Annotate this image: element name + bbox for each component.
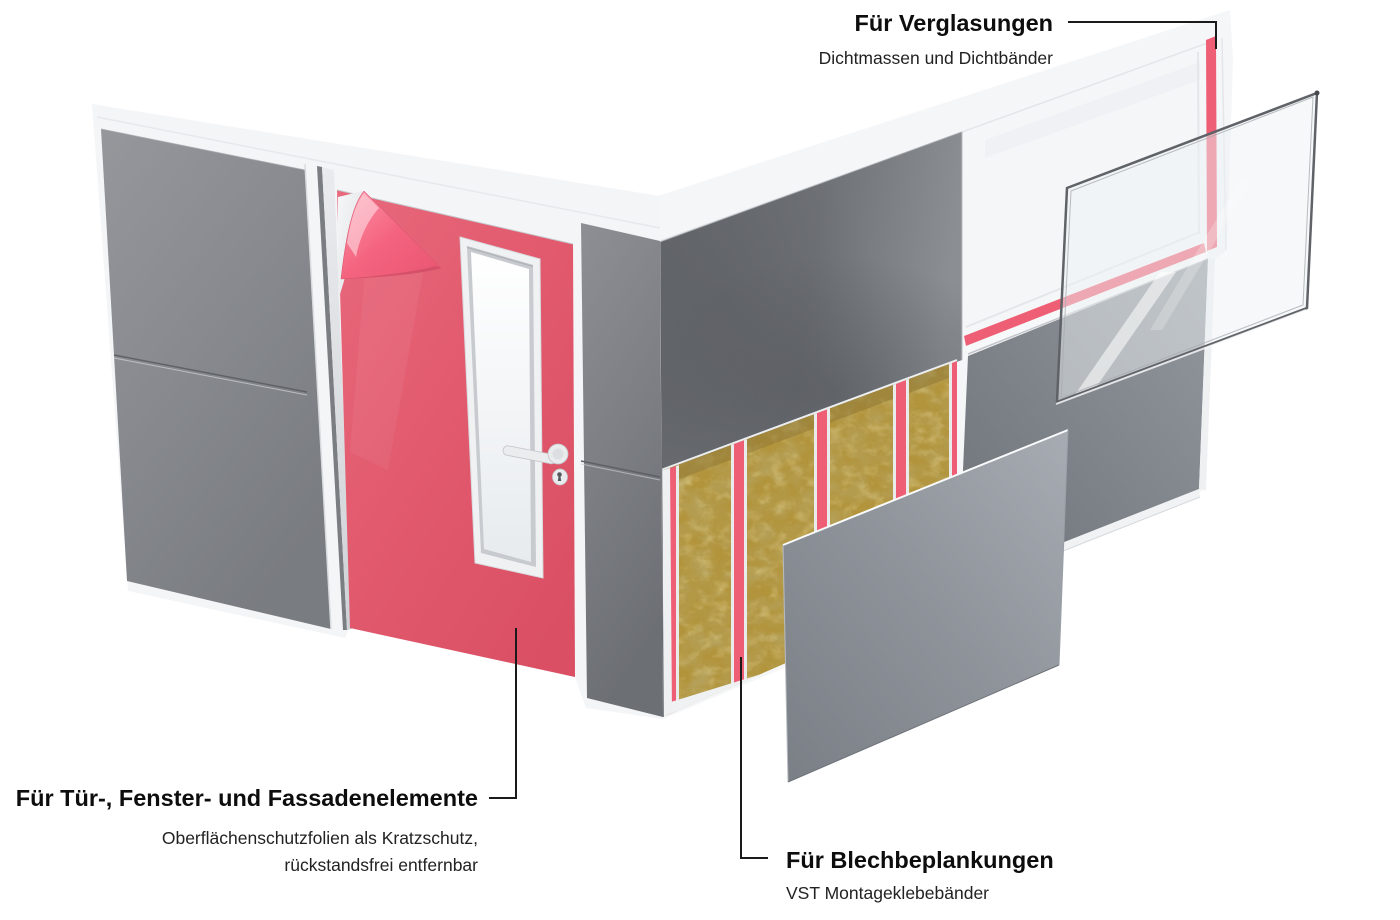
left-wall xyxy=(92,104,663,719)
handle-rosette-inner xyxy=(552,448,564,460)
insulation-top-rail xyxy=(660,359,958,471)
vision-top-shadow xyxy=(466,246,534,267)
left-panel xyxy=(100,128,331,629)
panel-top-highlight xyxy=(659,131,963,243)
callout-elements-subtitle-line1: Oberflächenschutzfolien als Kratzschutz, xyxy=(162,828,478,848)
corner-post xyxy=(661,468,672,717)
film-flap-highlight xyxy=(347,193,379,257)
sheet-top-highlight xyxy=(782,429,1069,546)
glass-corner-cap xyxy=(1314,90,1320,96)
glass-edge xyxy=(1055,91,1319,404)
glass-pane xyxy=(1055,90,1320,405)
right-of-door-panel xyxy=(580,223,663,717)
callout-elements-title: Für Tür-, Fenster- und Fassadenelemente xyxy=(16,785,478,811)
left-panel-seam xyxy=(113,354,308,393)
callout-glazing-subtitle: Dichtmassen und Dichtbänder xyxy=(819,48,1054,68)
leader-lines xyxy=(489,21,1217,859)
glass-bottom-highlight xyxy=(1055,309,1307,405)
sheet-bottom-edge xyxy=(787,664,1060,783)
callout-cladding-title: Für Blechbeplankungen xyxy=(786,847,1054,873)
left-panel-top-edge xyxy=(100,128,306,171)
right-of-door-seam xyxy=(580,460,661,478)
door-vision-panel xyxy=(459,236,544,579)
callout-elements: Für Tür-, Fenster- und Fassadenelemente … xyxy=(16,785,478,875)
keyhole-slot xyxy=(557,476,562,481)
frame-shadow xyxy=(317,166,347,630)
door-head-shadow xyxy=(336,189,574,245)
leader-cladding xyxy=(740,657,768,859)
leader-glazing xyxy=(1068,21,1217,49)
door-handle xyxy=(502,443,569,486)
callout-glazing-title: Für Verglasungen xyxy=(855,10,1054,36)
stud-2 xyxy=(731,439,747,717)
glass-edge-inner xyxy=(1060,96,1314,399)
left-panel-seam-light xyxy=(113,357,308,396)
callout-cladding-subtitle: VST Montageklebebänder xyxy=(786,883,989,903)
film-sheen xyxy=(350,256,424,470)
sheet-metal-face xyxy=(783,430,1068,782)
film-flap-fold-shadow xyxy=(341,266,441,279)
sheet-right-edge xyxy=(1058,429,1069,666)
leader-elements xyxy=(489,628,517,799)
frame-outer-edge xyxy=(304,163,332,630)
callout-cladding: Für Blechbeplankungen VST Montageklebebä… xyxy=(786,847,1054,903)
keyhole xyxy=(557,472,562,477)
left-panel-face xyxy=(101,129,331,629)
glazing-reflection-band xyxy=(985,62,1200,158)
right-of-door-seam-light xyxy=(580,463,661,481)
door xyxy=(336,189,575,677)
frame-reveal xyxy=(322,167,352,630)
callout-elements-subtitle-line2: rückstandsfrei entfernbar xyxy=(284,855,478,875)
callout-glazing: Für Verglasungen Dichtmassen und Dichtbä… xyxy=(819,10,1054,68)
door-frame xyxy=(304,163,352,630)
vision-glass xyxy=(471,252,531,562)
sheet-left-edge xyxy=(782,544,789,783)
sheet-metal-panel xyxy=(782,429,1069,783)
glass-reflections xyxy=(1074,180,1252,396)
left-cap-edge xyxy=(96,116,661,229)
